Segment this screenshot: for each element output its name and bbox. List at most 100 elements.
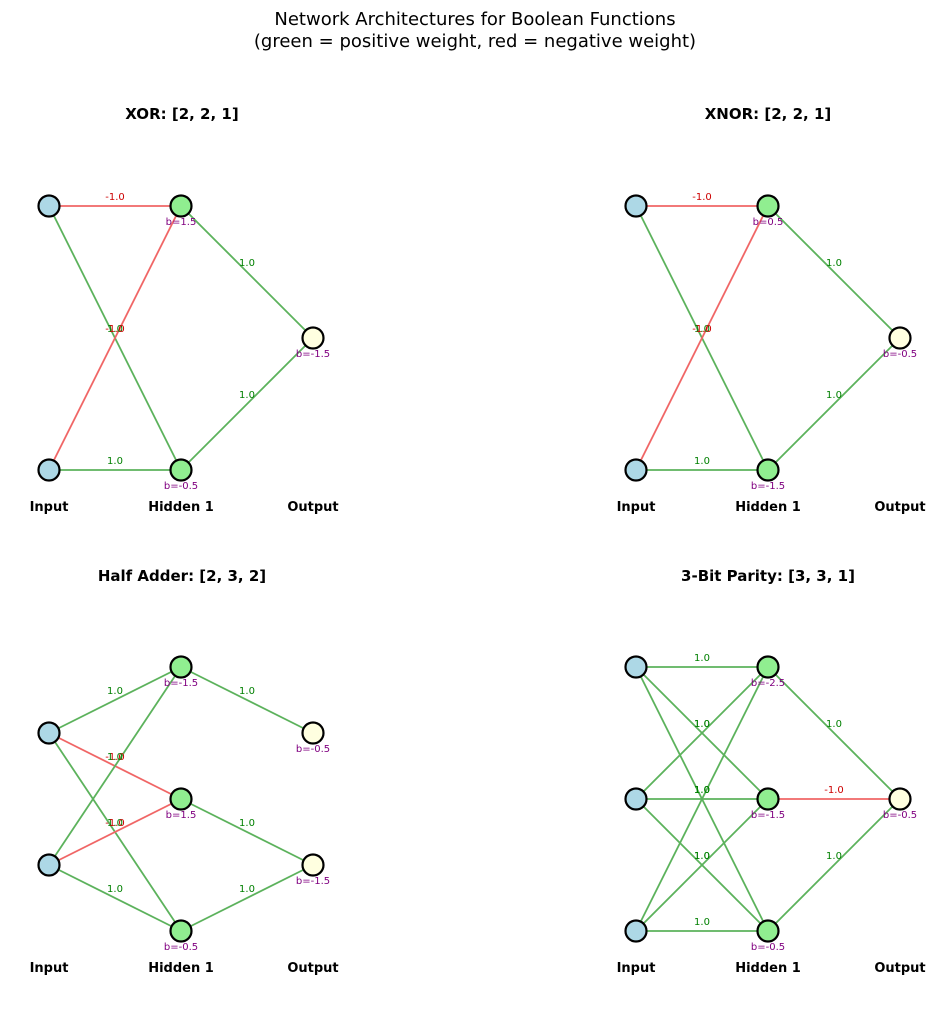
bias-label: b=0.5: [753, 217, 784, 228]
bias-label: b=-1.5: [296, 876, 330, 887]
weight-label: 1.0: [107, 686, 123, 697]
bias-label: b=-0.5: [883, 349, 917, 360]
negative-weight-edge: [48, 798, 182, 866]
layer-label: Output: [874, 500, 925, 515]
layer-label: Input: [617, 961, 656, 976]
input-node: [37, 458, 61, 482]
hidden-node: [169, 919, 193, 943]
hidden-node: [756, 194, 780, 218]
input-node: [624, 655, 648, 679]
figure-title-line-1: Network Architectures for Boolean Functi…: [274, 9, 675, 30]
weight-label: 1.0: [694, 785, 710, 796]
hidden-node: [756, 787, 780, 811]
weight-label: 1.0: [107, 324, 123, 335]
hidden-node: [169, 787, 193, 811]
output-node: [301, 721, 325, 745]
input-node: [624, 919, 648, 943]
weight-label: -1.0: [105, 818, 125, 829]
weight-label: 1.0: [694, 785, 710, 796]
positive-weight-edge: [180, 666, 314, 734]
panel-title: XNOR: [2, 2, 1]: [705, 105, 832, 123]
weight-label: -1.0: [824, 785, 844, 796]
weight-label: 1.0: [826, 851, 842, 862]
weight-label: 1.0: [239, 258, 255, 269]
layer-label: Input: [617, 500, 656, 515]
weight-label: 1.0: [694, 917, 710, 928]
positive-weight-edge: [48, 666, 182, 866]
hidden-node: [169, 194, 193, 218]
weight-label: -1.0: [105, 192, 125, 203]
hidden-node: [169, 458, 193, 482]
positive-weight-edge: [767, 666, 901, 800]
weight-label: 1.0: [694, 851, 710, 862]
positive-weight-edge: [767, 337, 901, 471]
weight-label: 1.0: [694, 785, 710, 796]
negative-weight-edge: [48, 205, 182, 471]
bias-label: b=-1.5: [296, 349, 330, 360]
layer-label: Hidden 1: [735, 500, 801, 515]
figure-title-line-2: (green = positive weight, red = negative…: [254, 31, 696, 52]
bias-label: b=-0.5: [296, 744, 330, 755]
layer-label: Input: [30, 961, 69, 976]
positive-weight-edge: [180, 798, 314, 866]
weight-label: 1.0: [107, 884, 123, 895]
output-node: [888, 326, 912, 350]
panel-1: XNOR: [2, 2, 1]-1.01.0-1.01.01.01.0b=0.5…: [617, 105, 926, 515]
hidden-node: [756, 655, 780, 679]
layer-label: Hidden 1: [735, 961, 801, 976]
positive-weight-edge: [48, 666, 182, 734]
input-node: [37, 194, 61, 218]
input-node: [624, 194, 648, 218]
weight-label: 1.0: [239, 686, 255, 697]
weight-label: 1.0: [107, 752, 123, 763]
weight-label: 1.0: [694, 719, 710, 730]
panel-3: 3-Bit Parity: [3, 3, 1] 1.0 1.0 1.0 1.0 1.0 1.…: [617, 567, 926, 976]
weight-label: 1.0: [239, 884, 255, 895]
bias-label: b=-1.5: [751, 481, 785, 492]
panel-title: Half Adder: [2, 3, 2]: [98, 567, 266, 585]
layer-label: Hidden 1: [148, 961, 214, 976]
positive-weight-edge: [767, 798, 901, 932]
bias-label: b=-0.5: [883, 810, 917, 821]
weight-label: -1.0: [692, 324, 712, 335]
panels-group: XOR: [2, 2, 1]-1.01.0-1.01.01.01.0b=1.5b…: [30, 105, 926, 976]
weight-label: -1.0: [105, 752, 125, 763]
panel-2: Half Adder: [2, 3, 2]1.0-1.01.01.0-1.01.…: [30, 567, 339, 976]
layer-label: Hidden 1: [148, 500, 214, 515]
layer-label: Output: [287, 500, 338, 515]
hidden-node: [756, 458, 780, 482]
weight-label: 1.0: [694, 653, 710, 664]
negative-weight-edge: [635, 205, 769, 471]
input-node: [624, 458, 648, 482]
weight-label: -1.0: [105, 324, 125, 335]
bias-label: b=1.5: [166, 217, 197, 228]
hidden-node: [756, 919, 780, 943]
bias-label: b=-2.5: [751, 678, 785, 689]
weight-label: 1.0: [694, 719, 710, 730]
bias-label: b=-1.5: [751, 810, 785, 821]
layer-label: Input: [30, 500, 69, 515]
input-node: [37, 721, 61, 745]
weight-label: -1.0: [692, 192, 712, 203]
input-node: [624, 787, 648, 811]
panel-title: 3-Bit Parity: [3, 3, 1]: [681, 567, 855, 585]
weight-label: 1.0: [239, 818, 255, 829]
output-node: [301, 326, 325, 350]
positive-weight-edge: [635, 666, 769, 932]
weight-label: 1.0: [826, 258, 842, 269]
weight-label: 1.0: [694, 324, 710, 335]
positive-weight-edge: [180, 864, 314, 932]
positive-weight-edge: [48, 864, 182, 932]
panel-title: XOR: [2, 2, 1]: [125, 105, 238, 123]
bias-label: b=-0.5: [164, 481, 198, 492]
positive-weight-edge: [635, 798, 769, 932]
input-node: [37, 853, 61, 877]
positive-weight-edge: [767, 205, 901, 339]
weight-label: 1.0: [107, 818, 123, 829]
bias-label: b=-1.5: [164, 678, 198, 689]
weight-label: 1.0: [826, 719, 842, 730]
positive-weight-edge: [180, 337, 314, 471]
panel-0: XOR: [2, 2, 1]-1.01.0-1.01.01.01.0b=1.5b…: [30, 105, 339, 515]
bias-label: b=-0.5: [751, 942, 785, 953]
weight-label: 1.0: [107, 456, 123, 467]
